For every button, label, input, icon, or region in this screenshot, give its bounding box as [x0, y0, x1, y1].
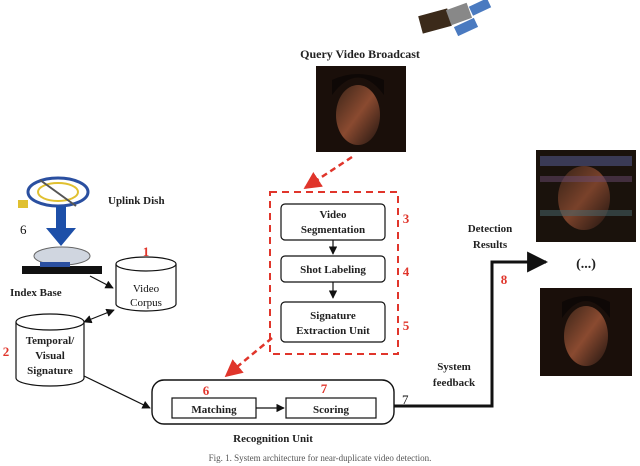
matching-label: Matching — [191, 404, 237, 416]
signature-extraction-label-2: Extraction Unit — [296, 325, 370, 337]
video-segmentation-label-2: Segmentation — [301, 224, 365, 236]
recognition-unit-label: Recognition Unit — [233, 433, 313, 445]
detection-results-label-1: Detection — [468, 223, 513, 235]
step-2-number: 2 — [3, 344, 10, 359]
step-5-number: 5 — [403, 318, 410, 333]
system-feedback-label-1: System — [437, 361, 471, 373]
video-corpus-label-1: Video — [133, 283, 160, 295]
step-8-number: 8 — [501, 272, 508, 287]
step-7-number: 7 — [321, 381, 328, 396]
corpus-signature-link-arrow — [83, 308, 115, 324]
extraction-to-recognition-arrow — [224, 337, 273, 378]
results-output-arrow — [394, 251, 549, 408]
uplink-dish-icon — [18, 176, 90, 208]
receiver-to-corpus-arrow — [89, 275, 114, 289]
output-step-7-number: 7 — [402, 392, 409, 407]
video-segmentation-label-1: Video — [319, 209, 347, 221]
query-video-thumbnail — [316, 66, 406, 152]
signature-db-label-3: Signature — [27, 365, 73, 377]
signature-db-cylinder — [15, 313, 85, 387]
signature-db-label-2: Visual — [35, 350, 65, 362]
system-feedback-label-2: feedback — [433, 377, 476, 389]
result-thumbnail-2 — [540, 288, 632, 376]
detection-results-label-2: Results — [473, 239, 508, 251]
more-results-ellipsis: (...) — [576, 257, 596, 272]
receiver-dish-icon — [22, 246, 102, 274]
step-3-number: 3 — [403, 211, 410, 226]
query-video-title: Query Video Broadcast — [300, 47, 420, 61]
video-corpus-label-2: Corpus — [130, 297, 162, 309]
video-corpus-cylinder — [115, 256, 177, 312]
signature-to-recognition-arrow — [83, 375, 151, 409]
dish-step-6-number: 6 — [20, 222, 27, 237]
step-4-number: 4 — [403, 264, 410, 279]
signature-db-label-1: Temporal/ — [26, 335, 75, 347]
extraction-dashed-box — [269, 191, 399, 355]
shot-labeling-label: Shot Labeling — [300, 264, 366, 276]
scoring-box — [285, 397, 377, 419]
signature-extraction-label-1: Signature — [310, 310, 356, 322]
index-base-label: Index Base — [10, 287, 62, 299]
signature-extraction-box — [280, 301, 386, 343]
satellite-film-icon — [418, 0, 492, 37]
step-1-number: 1 — [143, 244, 150, 259]
result-thumbnail-1 — [536, 150, 636, 242]
uplink-down-arrow — [46, 206, 76, 246]
step-6-number: 6 — [203, 383, 210, 398]
uplink-dish-label: Uplink Dish — [108, 195, 165, 207]
figure-caption: Fig. 1. System architecture for near-dup… — [209, 453, 432, 463]
scoring-label: Scoring — [313, 404, 350, 416]
query-to-extraction-arrow — [303, 155, 353, 190]
